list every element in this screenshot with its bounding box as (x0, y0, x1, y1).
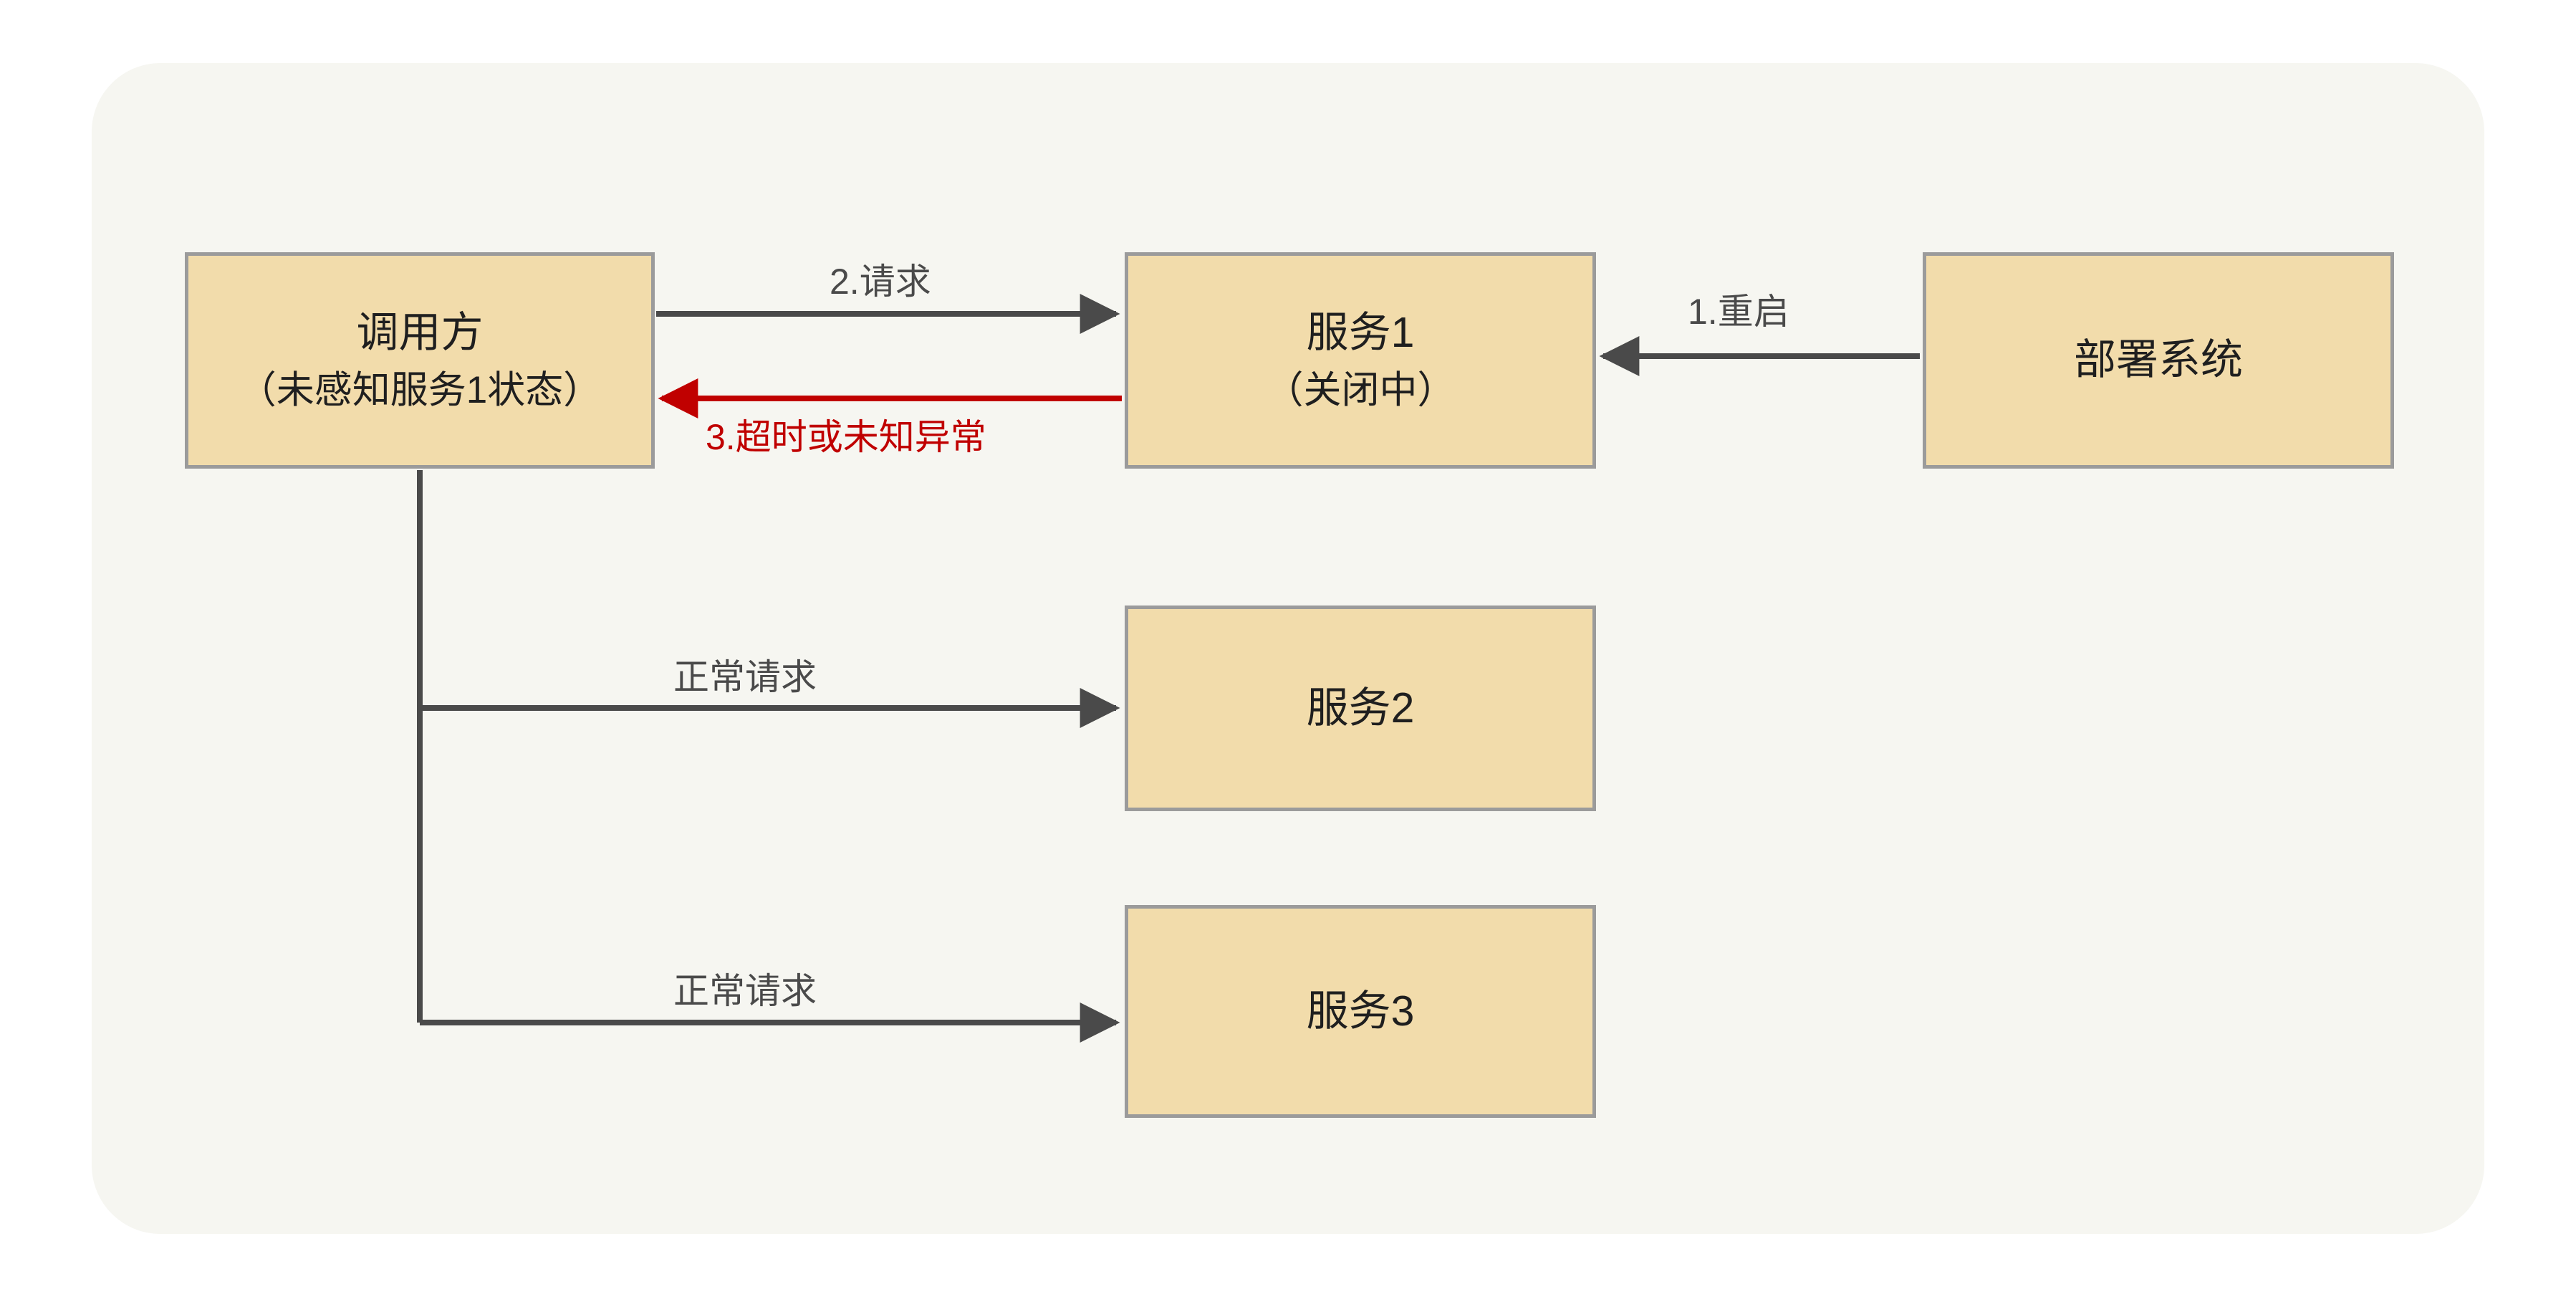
node-caller[interactable]: 调用方 （未感知服务1状态） (185, 252, 655, 469)
node-deploy-system-title: 部署系统 (2073, 336, 2243, 384)
node-deploy-system[interactable]: 部署系统 (1923, 252, 2394, 469)
node-caller-title: 调用方 (356, 308, 484, 356)
node-service3-title: 服务3 (1306, 987, 1415, 1035)
edge-label-restart: 1.重启 (1688, 292, 1789, 332)
edge-label-normal-request-service3: 正常请求 (673, 971, 817, 1011)
node-service3[interactable]: 服务3 (1125, 905, 1596, 1118)
edge-label-normal-request-service2: 正常请求 (673, 657, 817, 697)
edge-label-request: 2.请求 (830, 262, 931, 302)
node-service1[interactable]: 服务1 （关闭中） (1125, 252, 1596, 469)
edge-label-error: 3.超时或未知异常 (706, 417, 986, 457)
node-caller-subtitle: （未感知服务1状态） (238, 368, 602, 411)
node-service2-title: 服务2 (1306, 684, 1415, 732)
node-service2[interactable]: 服务2 (1125, 606, 1596, 811)
node-service1-title: 服务1 (1306, 308, 1415, 356)
node-service1-subtitle: （关闭中） (1265, 368, 1456, 411)
